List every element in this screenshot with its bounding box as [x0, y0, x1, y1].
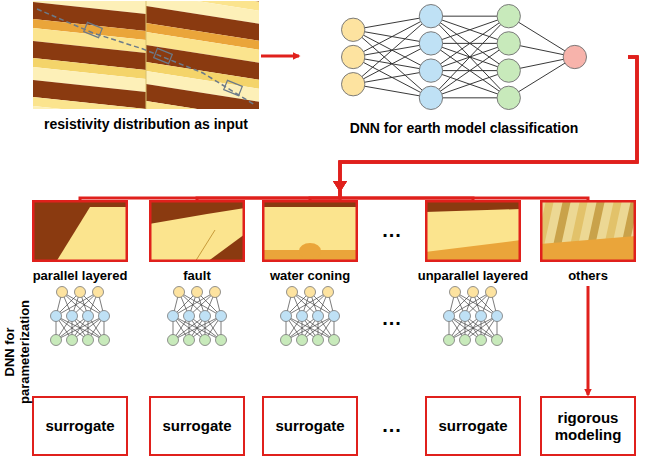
- model-box: surrogate: [262, 396, 358, 456]
- caption-row: parallel layered: [30, 266, 131, 284]
- ellipsis-mark: ...: [382, 219, 402, 242]
- box-label: rigorous modeling: [542, 409, 634, 444]
- earth-model-image: [540, 200, 636, 262]
- ellipsis-mark: ...: [382, 307, 402, 330]
- caption-row: resistivity distribution as input: [33, 115, 259, 133]
- caption-row: water coning: [262, 266, 358, 284]
- caption-row: DNN for earth model classification: [300, 119, 628, 137]
- box-label: surrogate: [162, 417, 231, 434]
- axis-label: DNN for parameterization: [3, 282, 33, 422]
- caption-text: unparallel layered: [418, 268, 529, 283]
- earth-model-image: [32, 200, 128, 262]
- input-image: resistivity distribution as input: [33, 1, 259, 133]
- earth-model-image: [149, 200, 245, 262]
- flow-arrow: [333, 57, 637, 200]
- earth-model-image: [262, 200, 358, 262]
- model-class-thumbnail: fault: [149, 200, 245, 284]
- earth-model-image: [33, 1, 259, 109]
- box-label: surrogate: [45, 417, 114, 434]
- box-label: surrogate: [275, 417, 344, 434]
- flow-arrow: [261, 56, 299, 57]
- ellipsis-mark: ...: [382, 414, 402, 437]
- flow-arrow: [333, 57, 637, 200]
- model-box: surrogate: [149, 396, 245, 456]
- caption-text: resistivity distribution as input: [44, 116, 248, 132]
- caption-row: fault: [149, 266, 245, 284]
- caption-row: unparallel layered: [415, 266, 532, 284]
- flow-arrow: [310, 57, 637, 200]
- earth-model-image: [425, 200, 521, 262]
- flow-arrow: [197, 57, 637, 200]
- network-drawing: [324, 1, 604, 113]
- model-box: rigorous modeling: [540, 396, 636, 456]
- caption-row: others: [540, 266, 636, 284]
- model-box: surrogate: [32, 396, 128, 456]
- model-class-thumbnail: water coning: [262, 200, 358, 284]
- caption-text: parallel layered: [33, 268, 128, 283]
- caption-text: fault: [183, 268, 210, 283]
- model-box: surrogate: [425, 396, 521, 456]
- classifier-network: DNN for earth model classification: [300, 1, 628, 137]
- flow-arrow: [588, 286, 589, 395]
- caption-text: water coning: [270, 268, 350, 283]
- model-class-thumbnail: others: [540, 200, 636, 284]
- caption-text: others: [568, 268, 608, 283]
- box-label: surrogate: [438, 417, 507, 434]
- model-class-thumbnail: parallel layered: [30, 200, 131, 284]
- model-class-thumbnail: unparallel layered: [415, 200, 532, 284]
- caption-text: DNN for earth model classification: [350, 120, 579, 136]
